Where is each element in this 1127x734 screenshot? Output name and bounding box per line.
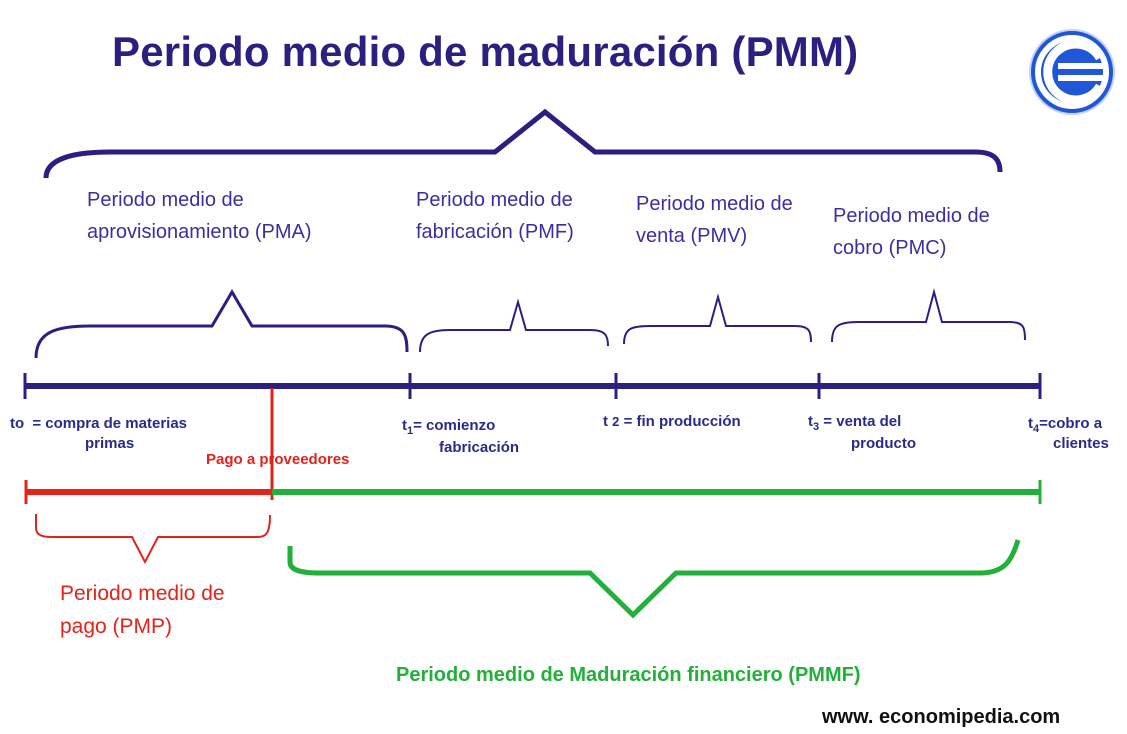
t3-desc: = venta del [823, 413, 902, 430]
pmf-brace [419, 298, 609, 353]
t0-label: to = compra de materias [10, 415, 188, 432]
segment-pmv-label: Periodo medio de venta (PMV) [636, 193, 793, 247]
website-url: www. economipedia.com [822, 706, 1061, 728]
t0-sub: o [15, 415, 25, 432]
t0-desc: = compra de materias [32, 415, 188, 432]
t2-sub: 2 [612, 414, 620, 429]
pmv-brace [623, 293, 812, 345]
t1-sub: 1 [407, 425, 414, 437]
pmm-brace [43, 108, 1003, 179]
pmp-brace [35, 514, 271, 565]
segment-pmc-label: Periodo medio de cobro (PMC) [833, 205, 990, 259]
t4-desc-2: clientes [1053, 435, 1109, 452]
t4-desc: =cobro a [1039, 415, 1103, 432]
t4-label: t4=cobro a [1028, 415, 1103, 435]
t1-desc: = comienzo [413, 417, 496, 434]
pma-brace [34, 289, 409, 359]
t1-label: t1= comienzo [402, 417, 496, 437]
page-title: Periodo medio de maduración (PMM) [112, 28, 859, 75]
t4-sub: 4 [1033, 423, 1040, 435]
t2-desc: = fin producción [623, 413, 741, 430]
pmmf-label: Periodo medio de Maduración financiero (… [396, 664, 861, 686]
t3-sub: 3 [813, 421, 820, 433]
economipedia-logo-icon [1028, 20, 1116, 120]
t2-label: t 2 = fin producción [603, 413, 741, 430]
pmc-brace [831, 288, 1026, 343]
segment-pma-label: Periodo medio de aprovisionamiento (PMA) [87, 189, 312, 243]
pmp-label: Periodo medio de pago (PMP) [60, 582, 225, 638]
t3-desc-2: producto [851, 435, 916, 452]
payment-label: Pago a proveedores [206, 451, 350, 468]
t1-desc-2: fabricación [439, 439, 520, 456]
t3-label: t3 = venta del [808, 413, 902, 433]
t0-desc-2: primas [85, 435, 135, 452]
segment-pmf-label: Periodo medio de fabricación (PMF) [416, 189, 574, 243]
pmmf-brace [287, 539, 1021, 619]
